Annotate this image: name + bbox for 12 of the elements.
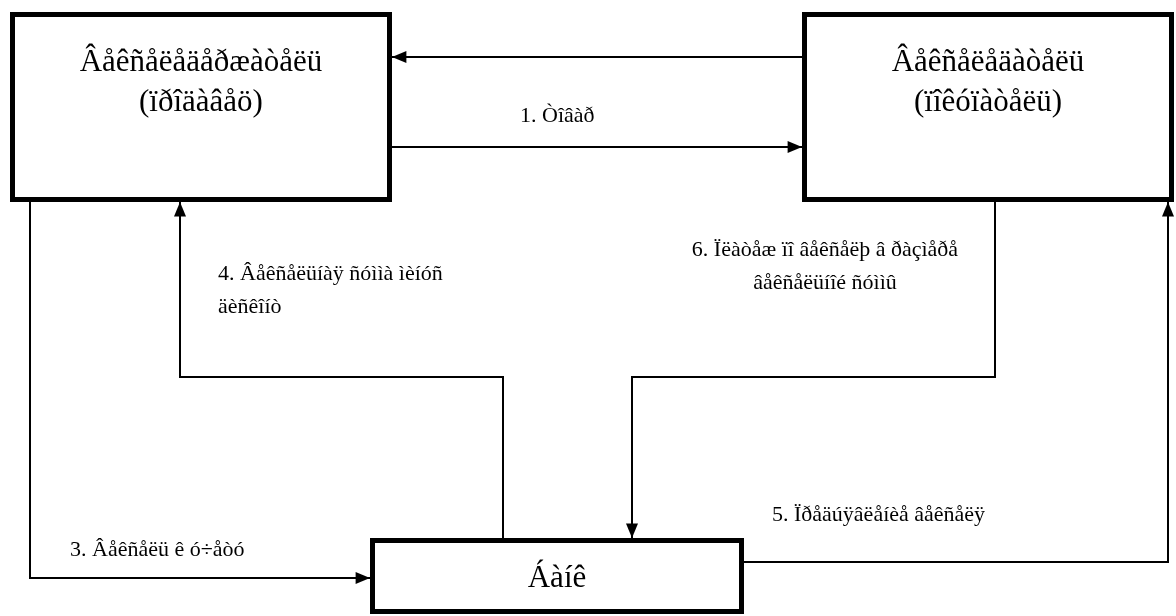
node-label: Âåêñåëåäàòåëü (ïîêóïàòåëü) [890, 42, 1086, 120]
arrow [29, 201, 371, 584]
node-label: Âåêñåëåäåðæàòåëü (ïðîäàâåö) [78, 42, 324, 120]
node-label: Áàíê [526, 558, 588, 596]
arrow [174, 201, 504, 539]
process-box [370, 538, 744, 614]
arrow [391, 51, 803, 63]
arrow [743, 201, 1174, 563]
arrow [626, 201, 996, 539]
arrow [391, 141, 803, 153]
process-box [10, 12, 392, 202]
process-box [802, 12, 1174, 202]
